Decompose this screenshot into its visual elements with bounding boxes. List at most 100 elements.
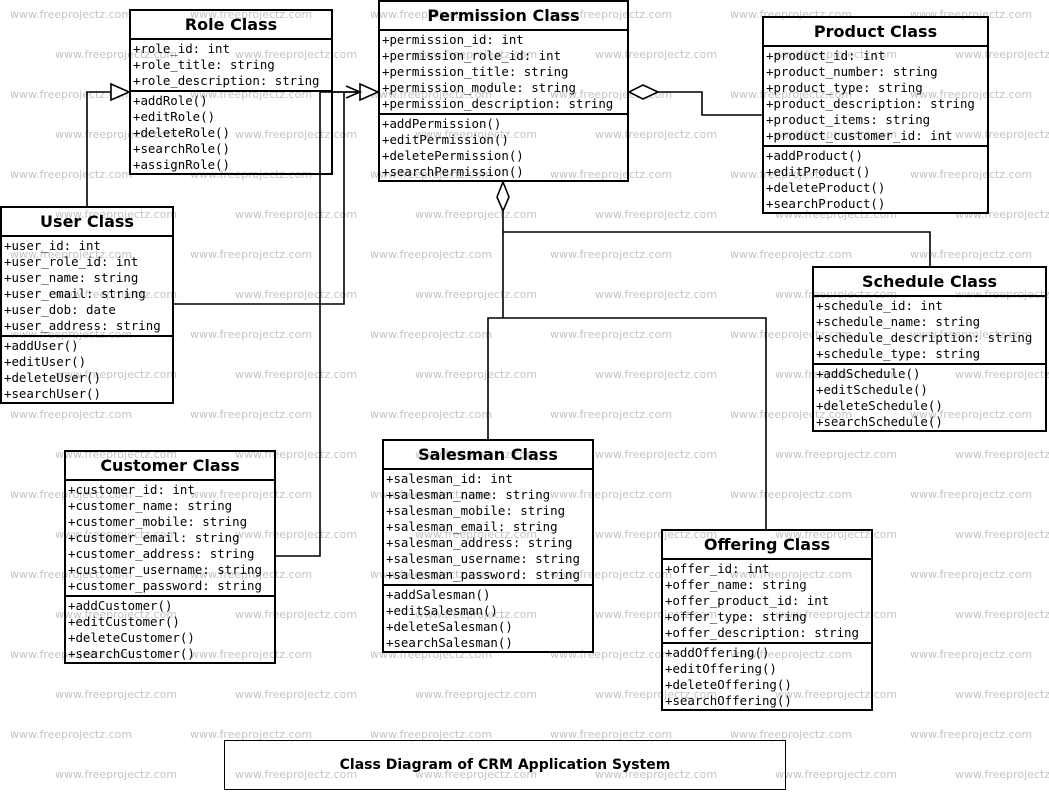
connector-schedule-permission [503, 231, 931, 268]
methods-section: +addUser()+editUser()+deleteUser()+searc… [2, 335, 172, 403]
method-row: +addRole() [133, 93, 208, 108]
attributes-section: +customer_id: int+customer_name: string+… [66, 481, 274, 595]
offering-class-box: Offering Class +offer_id: int+offer_name… [661, 529, 873, 711]
method-row: +addUser() [4, 338, 79, 353]
attribute-row: +offer_type: string [665, 609, 807, 624]
method-row: +addSchedule() [816, 366, 921, 381]
attributes-section: +salesman_id: int+salesman_name: string+… [384, 470, 592, 584]
method-row: +searchSalesman() [386, 635, 513, 650]
method-row: +deleteCustomer() [68, 630, 195, 645]
method-row: +searchCustomer() [68, 646, 195, 661]
customer-class-box: Customer Class +customer_id: int+custome… [64, 450, 276, 664]
attribute-row: +product_number: string [766, 64, 938, 79]
attribute-row: +user_dob: date [4, 302, 116, 317]
method-row: +addCustomer() [68, 598, 173, 613]
attributes-section: +role_id: int+role_title: string+role_de… [131, 40, 331, 90]
method-row: +editOffering() [665, 661, 777, 676]
permission-class-box: Permission Class +permission_id: int+per… [378, 0, 629, 182]
diagram-caption: Class Diagram of CRM Application System [224, 740, 786, 790]
methods-section: +addSalesman()+editSalesman()+deleteSale… [384, 584, 592, 652]
attribute-row: +product_customer_id: int [766, 128, 953, 143]
salesman-class-box: Salesman Class +salesman_id: int+salesma… [382, 439, 594, 653]
attribute-row: +permission_title: string [382, 64, 569, 79]
attribute-row: +offer_product_id: int [665, 593, 830, 608]
attribute-row: +offer_id: int [665, 561, 770, 576]
method-row: +editRole() [133, 109, 216, 124]
class-title: Role Class [131, 11, 331, 40]
attribute-row: +product_type: string [766, 80, 923, 95]
method-row: +searchPermission() [382, 164, 524, 179]
method-row: +deletePermission() [382, 148, 524, 163]
attribute-row: +schedule_name: string [816, 314, 981, 329]
method-row: +editUser() [4, 354, 87, 369]
open-arrow-icon [345, 85, 363, 99]
attribute-row: +user_role_id: int [4, 254, 139, 269]
attribute-row: +customer_name: string [68, 498, 233, 513]
attribute-row: +product_description: string [766, 96, 975, 111]
attribute-row: +salesman_email: string [386, 519, 558, 534]
method-row: +addProduct() [766, 148, 863, 163]
attribute-row: +schedule_id: int [816, 298, 943, 313]
attributes-section: +schedule_id: int+schedule_name: string+… [814, 297, 1045, 363]
attributes-section: +permission_id: int+permission_role_id: … [380, 31, 627, 113]
aggregation-diamond-icon [496, 179, 510, 214]
method-row: +addSalesman() [386, 587, 491, 602]
attribute-row: +customer_username: string [68, 562, 262, 577]
method-row: +deleteUser() [4, 370, 101, 385]
class-title: Customer Class [66, 452, 274, 481]
attribute-row: +customer_address: string [68, 546, 255, 561]
method-row: +searchSchedule() [816, 414, 943, 429]
attribute-row: +salesman_username: string [386, 551, 580, 566]
attribute-row: +salesman_mobile: string [386, 503, 566, 518]
method-row: +deleteSchedule() [816, 398, 943, 413]
class-title: Salesman Class [384, 441, 592, 470]
attribute-row: +user_name: string [4, 270, 139, 285]
methods-section: +addCustomer()+editCustomer()+deleteCust… [66, 595, 274, 663]
attribute-row: +role_description: string [133, 73, 320, 88]
method-row: +deleteSalesman() [386, 619, 513, 634]
attribute-row: +salesman_password: string [386, 567, 580, 582]
method-row: +deleteRole() [133, 125, 230, 140]
method-row: +searchProduct() [766, 196, 886, 211]
attribute-row: +offer_description: string [665, 625, 859, 640]
attribute-row: +role_id: int [133, 41, 230, 56]
class-title: Permission Class [380, 2, 627, 31]
attribute-row: +permission_role_id: int [382, 48, 562, 63]
method-row: +editCustomer() [68, 614, 180, 629]
role-class-box: Role Class +role_id: int+role_title: str… [129, 9, 333, 175]
attributes-section: +product_id: int+product_number: string+… [764, 47, 987, 145]
method-row: +editSalesman() [386, 603, 498, 618]
class-title: Product Class [764, 18, 987, 47]
method-row: +searchUser() [4, 386, 101, 401]
attribute-row: +product_items: string [766, 112, 931, 127]
method-row: +editPermission() [382, 132, 509, 147]
attribute-row: +schedule_description: string [816, 330, 1033, 345]
aggregation-diamond-icon [627, 84, 660, 100]
class-title: User Class [2, 208, 172, 237]
attribute-row: +salesman_address: string [386, 535, 573, 550]
attribute-row: +permission_module: string [382, 80, 576, 95]
methods-section: +addProduct()+editProduct()+deleteProduc… [764, 145, 987, 213]
attribute-row: +customer_mobile: string [68, 514, 248, 529]
methods-section: +addOffering()+editOffering()+deleteOffe… [663, 642, 871, 710]
user-class-box: User Class +user_id: int+user_role_id: i… [0, 206, 174, 404]
method-row: +searchRole() [133, 141, 230, 156]
method-row: +deleteProduct() [766, 180, 886, 195]
methods-section: +addPermission()+editPermission()+delete… [380, 113, 627, 181]
method-row: +assignRole() [133, 157, 230, 172]
inheritance-arrow-icon [359, 82, 380, 102]
attribute-row: +role_title: string [133, 57, 275, 72]
method-row: +searchOffering() [665, 693, 792, 708]
connector-product-permission [658, 91, 762, 116]
schedule-class-box: Schedule Class +schedule_id: int+schedul… [812, 266, 1047, 432]
attribute-row: +permission_id: int [382, 32, 524, 47]
inheritance-arrow-icon [110, 82, 131, 102]
attribute-row: +offer_name: string [665, 577, 807, 592]
attribute-row: +user_id: int [4, 238, 101, 253]
attribute-row: +schedule_type: string [816, 346, 981, 361]
methods-section: +addSchedule()+editSchedule()+deleteSche… [814, 363, 1045, 431]
method-row: +deleteOffering() [665, 677, 792, 692]
method-row: +editSchedule() [816, 382, 928, 397]
method-row: +addPermission() [382, 116, 502, 131]
